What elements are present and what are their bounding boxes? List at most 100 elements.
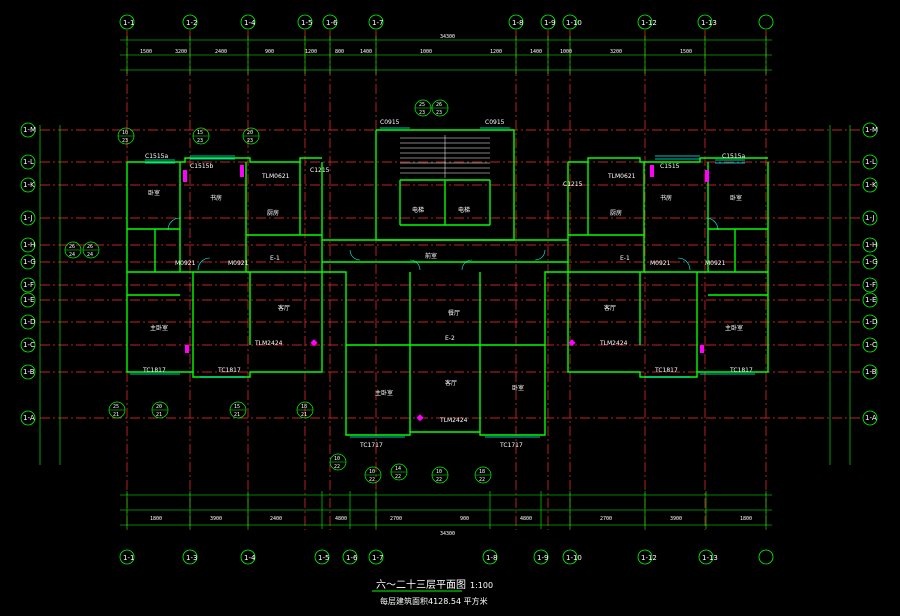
room-label-tlm-l: TLM0621 bbox=[261, 173, 290, 180]
grid-bubble-top bbox=[119, 14, 135, 30]
callout-bottom: 23 bbox=[197, 138, 203, 144]
grid-label-top: 1-2 bbox=[186, 19, 197, 27]
dim-top-row: 1400 bbox=[360, 49, 372, 55]
grid-label-bottom: 1-1 bbox=[123, 554, 134, 562]
grid-bubble-top bbox=[540, 14, 556, 30]
grid-label-top: 1-7 bbox=[372, 19, 383, 27]
callout-top: 18 bbox=[479, 469, 485, 475]
grid-label-right: 1-A bbox=[865, 414, 877, 422]
grid-label-left: 1-G bbox=[23, 258, 36, 266]
room-label-m0921-r: M0921 bbox=[650, 260, 671, 267]
grid-bubble-right bbox=[862, 314, 878, 330]
callout-bottom: 23 bbox=[247, 138, 253, 144]
grid-bubble-top bbox=[240, 14, 256, 30]
grid-bubble-bottom bbox=[698, 549, 714, 565]
area-note: 每层建筑面积4128.54 平方米 bbox=[380, 596, 488, 606]
grid-label-right: 1-D bbox=[865, 318, 877, 326]
detail-callouts: 1023152320232523262326242624252120211521… bbox=[64, 99, 492, 484]
callout-bottom: 21 bbox=[301, 412, 307, 418]
grid-label-right: 1-B bbox=[865, 368, 877, 376]
dim-bottom-row: 1800 bbox=[740, 516, 752, 522]
grid-label-top: 1-1 bbox=[123, 19, 134, 27]
grid-bubble-bottom bbox=[240, 549, 256, 565]
callout-bottom: 22 bbox=[334, 464, 340, 470]
callout-top: 15 bbox=[197, 130, 203, 136]
dim-top-row: 1400 bbox=[530, 49, 542, 55]
callout-top: 26 bbox=[69, 244, 75, 250]
callout-bottom: 21 bbox=[156, 412, 162, 418]
grid-label-left: 1-J bbox=[23, 214, 32, 222]
grid-label-top: 1-9 bbox=[544, 19, 555, 27]
windows bbox=[130, 127, 755, 438]
room-label-living-c: 客厅 bbox=[445, 379, 457, 387]
grid-label-left: 1-E bbox=[23, 296, 34, 304]
room-label-door-c1215-l: C1215 bbox=[310, 167, 330, 174]
callout-top: 10 bbox=[122, 130, 128, 136]
door-swings bbox=[167, 217, 719, 271]
room-label-tc1817-l2: TC1817 bbox=[217, 367, 241, 374]
grid-label-bottom: 1-10 bbox=[566, 554, 582, 562]
room-label-tc1717-c1: TC1717 bbox=[359, 442, 383, 449]
room-label-bed-l: 卧室 bbox=[148, 189, 160, 197]
grid-bubble-left bbox=[20, 277, 36, 293]
grid-label-right: 1-G bbox=[865, 258, 878, 266]
grid-bubble-bottom bbox=[314, 549, 330, 565]
room-label-study-r: 书房 bbox=[660, 194, 672, 202]
dim-bottom-row: 2700 bbox=[390, 516, 402, 522]
room-label-kitchen-l: 厨房 bbox=[267, 209, 279, 217]
grid-bubble-left bbox=[20, 154, 36, 170]
room-label-door-c1215-r: C1215 bbox=[563, 181, 583, 188]
grid-label-right: 1-E bbox=[865, 296, 876, 304]
grid-bubble-top bbox=[322, 14, 338, 30]
grid-label-top: 1-12 bbox=[641, 19, 657, 27]
grid-label-bottom: 1-9 bbox=[537, 554, 548, 562]
grid-label-top: 1-8 bbox=[512, 19, 523, 27]
walls bbox=[126, 129, 769, 436]
callout-bottom: 22 bbox=[369, 477, 375, 483]
grid-label-right: 1-L bbox=[865, 158, 876, 166]
callout-bottom: 24 bbox=[87, 252, 93, 258]
grid-label-bottom: 1-12 bbox=[641, 554, 657, 562]
grid-label-left: 1-C bbox=[23, 341, 35, 349]
room-label-door-c1515-r2: C1515a bbox=[722, 153, 745, 160]
grid-bubble-top bbox=[562, 14, 578, 30]
room-label-unit-c: E-2 bbox=[445, 335, 455, 342]
grid-bubble-right bbox=[862, 410, 878, 426]
room-label-door-c1515-r: C1515 bbox=[660, 163, 680, 170]
room-label-hall: 前室 bbox=[425, 252, 437, 260]
dim-top-row: 1000 bbox=[560, 49, 572, 55]
grid-bubble-top bbox=[637, 14, 653, 30]
grid-bubble-bottom bbox=[533, 549, 549, 565]
grid-bubble-left bbox=[20, 122, 36, 138]
grid-bubble-top bbox=[368, 14, 384, 30]
dim-bottom-row: 2700 bbox=[600, 516, 612, 522]
callout-top: 26 bbox=[436, 102, 442, 108]
dim-top-row: 1500 bbox=[140, 49, 152, 55]
grid-label-left: 1-K bbox=[23, 181, 35, 189]
grid-label-top: 1-13 bbox=[701, 19, 717, 27]
grid-label-right: 1-F bbox=[865, 281, 876, 289]
dimension-lines bbox=[39, 36, 851, 529]
grid-label-bottom: 1-5 bbox=[318, 554, 329, 562]
grid-bubble-bottom bbox=[637, 549, 653, 565]
grid-bubble-right bbox=[862, 122, 878, 138]
room-label-unit-r: E-1 bbox=[620, 255, 630, 262]
grid-label-right: 1-J bbox=[865, 214, 874, 222]
grid-label-left: 1-H bbox=[23, 241, 35, 249]
grid-bubble-left bbox=[20, 237, 36, 253]
room-label-m0921-l: M0921 bbox=[175, 260, 196, 267]
room-label-tlm-2424-c: TLM2424 bbox=[439, 417, 468, 424]
grid-bubble-left bbox=[20, 314, 36, 330]
